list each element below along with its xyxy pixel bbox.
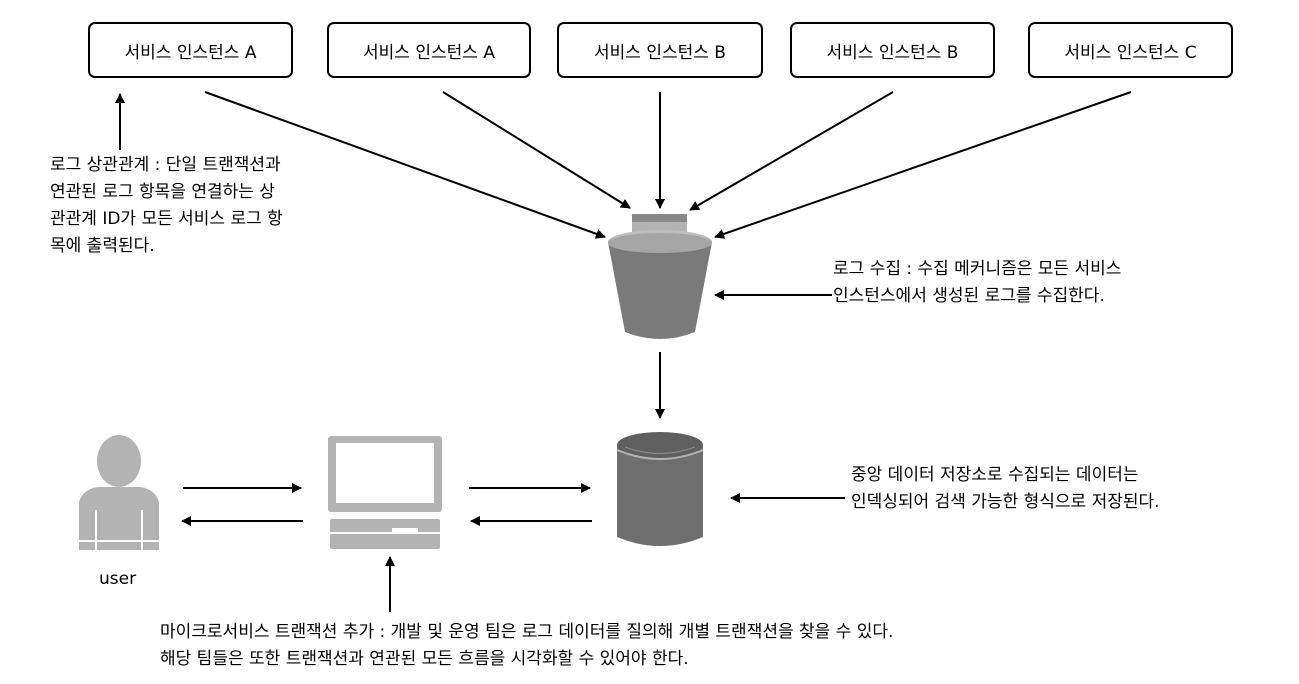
arrow-service-a1-to-collector bbox=[204, 91, 606, 239]
service-instance-b-2: 서비스 인스턴스 B bbox=[790, 22, 995, 78]
transaction-tracing-note: 마이크로서비스 트랜잭션 추가 : 개발 및 운영 팀은 로그 데이터를 질의해… bbox=[160, 622, 894, 669]
service-label: 서비스 인스턴스 B bbox=[594, 42, 726, 63]
datastore-icon bbox=[616, 432, 704, 546]
service-instance-c: 서비스 인스턴스 C bbox=[1028, 22, 1233, 78]
arrow-service-a2-to-collector bbox=[442, 91, 631, 209]
user-icon bbox=[79, 435, 159, 550]
log-correlation-note: 로그 상관관계 : 단일 트랜잭션과 연관된 로그 항목을 연결하는 상 관관계… bbox=[50, 155, 283, 256]
arrow-service-c-to-collector bbox=[714, 91, 1132, 239]
computer-icon bbox=[328, 436, 442, 549]
central-storage-note: 중앙 데이터 저장소로 수집되는 데이터는 인덱싱되어 검색 가능한 형식으로 … bbox=[851, 465, 1160, 512]
service-label: 서비스 인스턴스 A bbox=[363, 42, 495, 63]
arrow-service-b2-to-collector bbox=[689, 91, 894, 211]
service-instance-a-2: 서비스 인스턴스 A bbox=[327, 22, 531, 78]
service-label: 서비스 인스턴스 C bbox=[1064, 42, 1197, 63]
log-collector-bucket-icon bbox=[608, 214, 712, 339]
service-instance-a-1: 서비스 인스턴스 A bbox=[88, 22, 293, 78]
service-label: 서비스 인스턴스 A bbox=[124, 42, 257, 63]
service-label: 서비스 인스턴스 B bbox=[826, 42, 959, 63]
service-instance-b-1: 서비스 인스턴스 B bbox=[557, 22, 763, 78]
log-collection-note: 로그 수집 : 수집 메커니즘은 모든 서비스 인스턴스에서 생성된 로그를 수… bbox=[833, 259, 1122, 306]
user-label: user bbox=[99, 569, 137, 589]
